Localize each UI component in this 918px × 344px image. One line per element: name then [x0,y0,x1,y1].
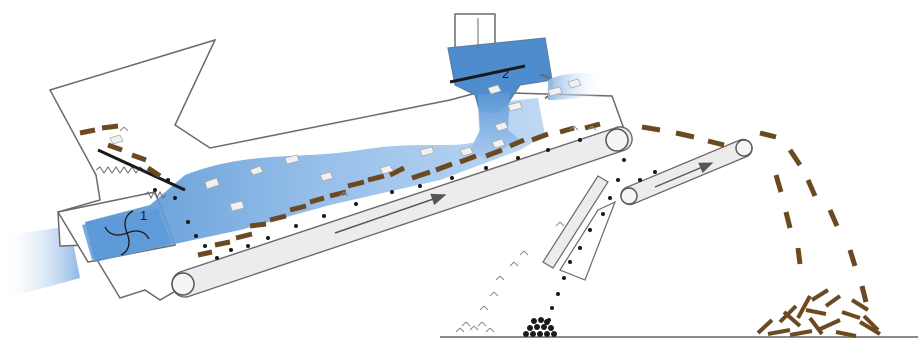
cyclone-label: 2 [502,66,509,81]
wood-chip-pile [758,290,880,336]
grit-pile [523,317,557,337]
conveyor-roller-left [172,273,194,295]
conveyor-roller-right [606,129,628,151]
fan-label: 1 [140,208,147,223]
secondary-conveyor-belt [621,139,752,204]
secondary-roller-left [621,188,637,204]
secondary-roller-right [736,140,752,156]
